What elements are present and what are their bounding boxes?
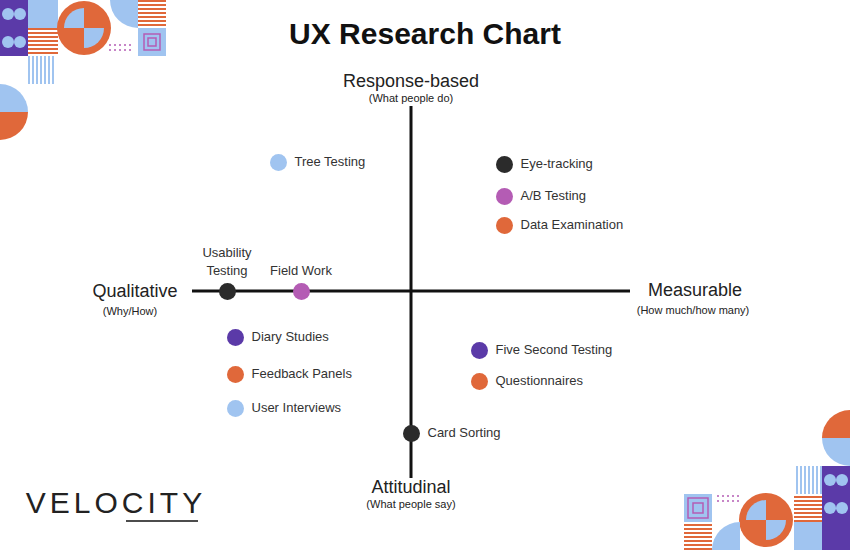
method-point: Feedback Panels <box>227 365 352 383</box>
method-dot <box>227 366 244 383</box>
axis-label: Qualitative <box>92 281 177 302</box>
method-dot <box>496 188 513 205</box>
method-point: Data Examination <box>496 216 624 234</box>
method-point: Diary Studies <box>227 328 329 346</box>
method-label: Field Work <box>266 262 336 280</box>
method-dot <box>496 156 513 173</box>
method-label: Five Second Testing <box>496 341 613 359</box>
axis-sublabel: (What people say) <box>366 498 455 511</box>
method-label: Feedback Panels <box>252 365 352 383</box>
method-point: Field Work <box>266 262 336 300</box>
method-dot <box>496 217 513 234</box>
axis-sublabel: (How much/how many) <box>637 304 749 317</box>
method-point: User Interviews <box>227 399 342 417</box>
method-label: Usability Testing <box>192 244 262 280</box>
method-point: Usability Testing <box>192 244 262 300</box>
logo-underline <box>126 520 198 522</box>
method-point: Eye-tracking <box>496 155 593 173</box>
method-dot <box>227 329 244 346</box>
method-label: User Interviews <box>252 399 342 417</box>
method-point: Questionnaires <box>471 372 583 390</box>
method-point: Card Sorting <box>403 424 501 442</box>
method-label: Eye-tracking <box>521 155 593 173</box>
logo-wordmark: VELOCITY <box>26 486 206 521</box>
method-point: Tree Testing <box>270 153 366 171</box>
axis-sublabel: (What people do) <box>369 92 453 105</box>
method-dot <box>471 342 488 359</box>
method-label: Data Examination <box>521 216 624 234</box>
method-point: A/B Testing <box>496 187 587 205</box>
method-dot <box>471 373 488 390</box>
method-label: Tree Testing <box>295 153 366 171</box>
axis-label: Attitudinal <box>371 477 450 498</box>
method-dot <box>403 425 420 442</box>
method-dot <box>270 154 287 171</box>
method-point: Five Second Testing <box>471 341 613 359</box>
method-dot <box>293 283 310 300</box>
method-label: Diary Studies <box>252 328 329 346</box>
axis-sublabel: (Why/How) <box>103 305 157 318</box>
method-label: A/B Testing <box>521 187 587 205</box>
method-dot <box>227 400 244 417</box>
method-label: Questionnaires <box>496 372 583 390</box>
corner-ornament <box>0 0 166 140</box>
corner-ornament <box>684 410 850 550</box>
method-dot <box>219 283 236 300</box>
method-label: Card Sorting <box>428 424 501 442</box>
chart-title: UX Research Chart <box>0 14 850 54</box>
axis-label: Response-based <box>343 71 479 92</box>
axis-label: Measurable <box>648 280 742 301</box>
horizontal-axis <box>192 290 630 293</box>
